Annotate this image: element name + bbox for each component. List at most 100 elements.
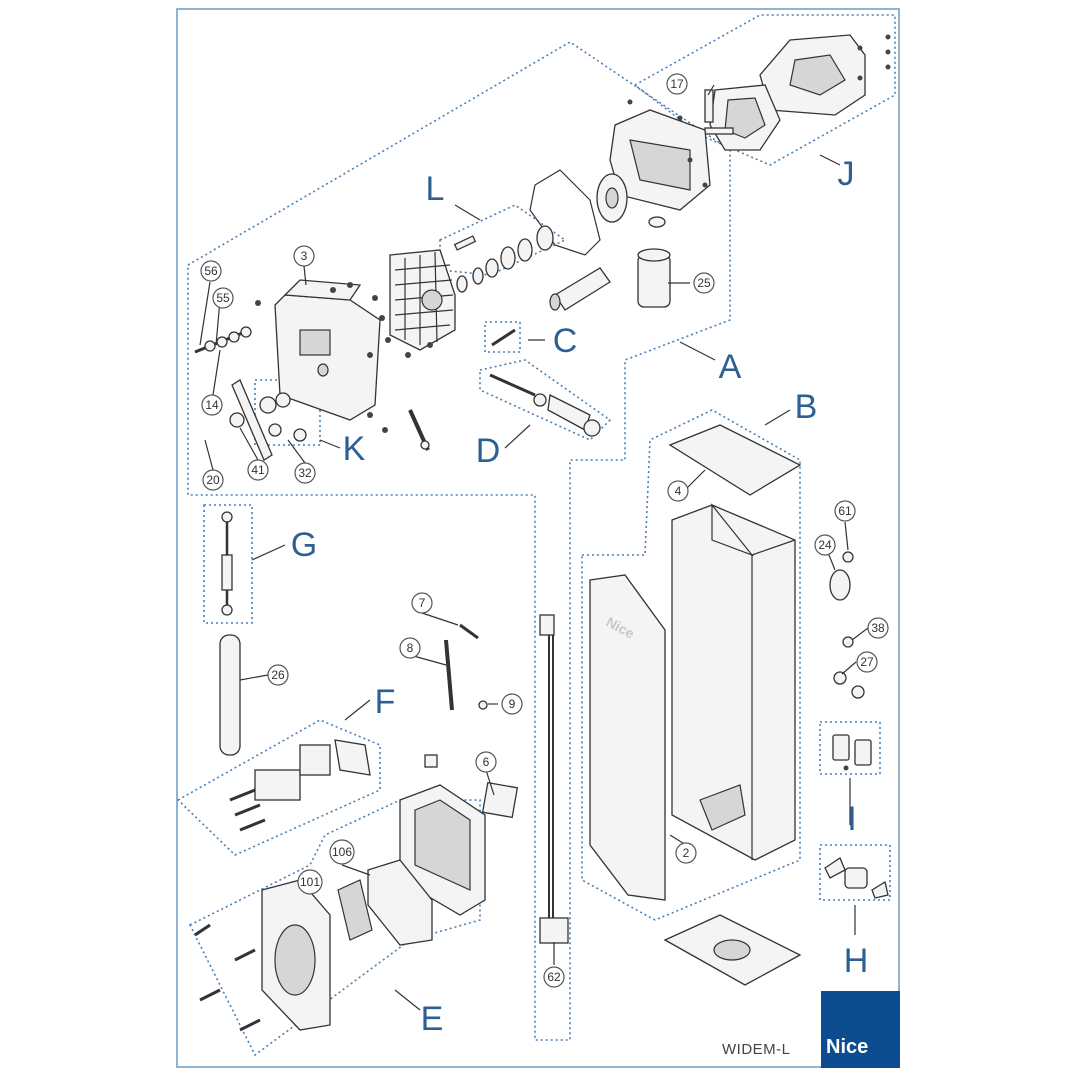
part-number-62: 62 (543, 966, 565, 988)
gear-housing (609, 99, 711, 211)
motor-housing-cover (759, 34, 891, 116)
part-number-2: 2 (675, 842, 697, 864)
column-body (671, 503, 796, 861)
gearbox-gasket (529, 169, 601, 256)
svg-text:61: 61 (838, 504, 852, 518)
release-bolt (408, 409, 430, 451)
group-letter-i: I (847, 800, 856, 838)
leader-lines (199, 84, 869, 1011)
group-c-outline (484, 321, 521, 353)
group-letter-l: L (426, 170, 445, 208)
svg-text:62: 62 (547, 970, 561, 984)
brand-logo: Nice (826, 1036, 869, 1058)
group-letter-b: B (795, 388, 818, 426)
part-number-3: 3 (293, 245, 315, 267)
o-rings-38-27 (833, 636, 865, 699)
svg-text:38: 38 (871, 621, 885, 635)
svg-text:32: 32 (298, 466, 312, 480)
part-number-7: 7 (411, 592, 433, 614)
svg-text:20: 20 (206, 473, 220, 487)
model-label: WIDEM-L (722, 1041, 791, 1058)
group-i-parts (832, 734, 872, 771)
part-number-38: 38 (867, 617, 889, 639)
part-number-20: 20 (202, 469, 224, 491)
group-letter-h: H (844, 942, 869, 980)
svg-text:9: 9 (509, 697, 516, 711)
shaft-bearings (453, 225, 554, 293)
svg-text:7: 7 (419, 596, 426, 610)
svg-text:3: 3 (301, 249, 308, 263)
group-a-outline (187, 41, 731, 1041)
capacitor (637, 216, 671, 308)
column-top-cover (668, 424, 802, 496)
group-d-shaft (489, 373, 601, 437)
motor-block (704, 84, 781, 151)
group-letter-a: A (719, 348, 742, 386)
group-g-rod (221, 511, 233, 616)
part-number-32: 32 (294, 462, 316, 484)
part-number-4: 4 (667, 480, 689, 502)
seal-ring-24 (829, 551, 854, 601)
control-box (399, 754, 519, 916)
grid-plate (389, 249, 456, 351)
motor-mount-plate (274, 279, 381, 421)
svg-text:101: 101 (300, 875, 320, 889)
group-letter-e: E (421, 1000, 444, 1038)
part-number-41: 41 (247, 459, 269, 481)
group-h-parts (824, 857, 889, 899)
diagram-frame (176, 8, 900, 1068)
svg-text:106: 106 (332, 845, 352, 859)
k-washers (259, 392, 307, 442)
e-screws (194, 923, 261, 1032)
svg-text:27: 27 (860, 655, 874, 669)
svg-text:56: 56 (204, 264, 218, 278)
part-number-8: 8 (399, 637, 421, 659)
group-c-pin (491, 328, 516, 347)
group-letter-d: D (476, 432, 501, 470)
cable-62 (539, 614, 569, 944)
group-f-outline (176, 719, 381, 856)
output-shaft (549, 267, 611, 311)
cover-101 (261, 879, 331, 1031)
group-f-transformer (229, 739, 371, 832)
part-number-24: 24 (814, 534, 836, 556)
parts-7-8-9 (444, 623, 488, 711)
part-number-61: 61 (834, 500, 856, 522)
group-b-outline (581, 409, 801, 921)
svg-text:2: 2 (683, 846, 690, 860)
part-number-27: 27 (856, 651, 878, 673)
part-number-55: 55 (212, 287, 234, 309)
group-i-outline (819, 721, 881, 775)
part-number-9: 9 (501, 693, 523, 715)
svg-text:25: 25 (697, 276, 711, 290)
column-door: Nice (589, 574, 666, 901)
group-letter-k: K (343, 430, 366, 468)
brand-logo-box (821, 991, 900, 1068)
group-g-outline (203, 504, 253, 624)
spring-26 (219, 634, 241, 756)
group-letter-c: C (553, 322, 578, 360)
control-board-106 (337, 859, 433, 946)
group-h-outline (819, 844, 891, 901)
group-letter-j: J (838, 155, 855, 193)
svg-text:14: 14 (205, 398, 219, 412)
svg-text:4: 4 (675, 484, 682, 498)
group-letter-f: F (375, 683, 396, 721)
svg-text:26: 26 (271, 668, 285, 682)
svg-text:24: 24 (818, 538, 832, 552)
base-plate (663, 914, 802, 986)
lever-arm (229, 379, 273, 461)
part-number-101: 101 (297, 869, 323, 895)
svg-text:17: 17 (670, 77, 684, 91)
part-number-56: 56 (200, 260, 222, 282)
bolt-56-assembly (194, 326, 252, 354)
part-number-26: 26 (267, 664, 289, 686)
group-letter-g: G (291, 526, 317, 564)
svg-text:41: 41 (251, 463, 265, 477)
part-number-17: 17 (666, 73, 688, 95)
part-number-106: 106 (329, 839, 355, 865)
part-number-6: 6 (475, 751, 497, 773)
svg-text:6: 6 (483, 755, 490, 769)
svg-text:8: 8 (407, 641, 414, 655)
plate-bolts (255, 282, 433, 433)
